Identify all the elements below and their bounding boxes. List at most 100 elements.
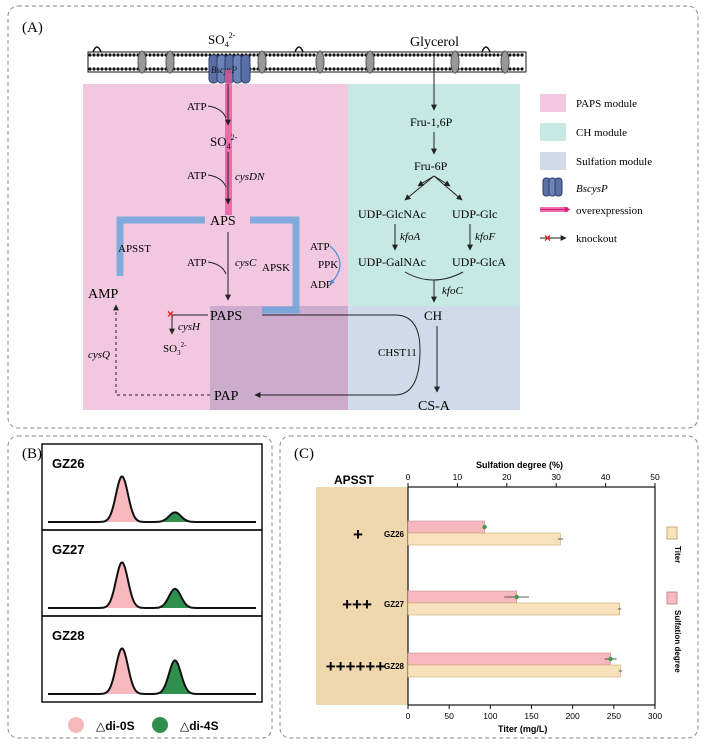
overexpression-track <box>225 70 232 215</box>
sulfation-bar <box>407 590 517 604</box>
apsst-level: ++++++ <box>326 657 386 676</box>
udp-glcnac-node: UDP-GlcNAc <box>358 207 426 221</box>
legend-di0s: △di-0S <box>96 719 135 733</box>
bottom-tick-label: 200 <box>566 711 580 721</box>
csa-node: CS-A <box>418 399 451 414</box>
paps-node: PAPS <box>210 309 242 324</box>
legend-sulfation-swatch <box>540 152 566 170</box>
apsst-header: APSST <box>334 473 375 487</box>
apsst-side-panel <box>316 487 408 705</box>
amp-node: AMP <box>88 287 119 302</box>
legend-di4s: △di-4S <box>180 719 219 733</box>
titer-bar <box>407 664 621 678</box>
chromatogram-box <box>41 615 263 703</box>
legend-ch-module: CH module <box>576 127 627 139</box>
sulfation-bar <box>407 652 611 666</box>
panel-c-border <box>279 435 699 739</box>
legend-sulfation-module: Sulfation module <box>576 156 652 168</box>
cysdn-label: cysDN <box>235 171 265 183</box>
top-tick-label: 20 <box>502 472 512 482</box>
cysq-label: cysQ <box>88 349 110 361</box>
top-axis-label: Sulfation degree (%) <box>476 460 563 470</box>
fru16p-node: Fru-1,6P <box>410 115 453 129</box>
chromatogram-strain-label: GZ28 <box>52 628 85 643</box>
adp-label: ADP <box>310 279 332 291</box>
bottom-tick-label: 50 <box>444 711 454 721</box>
udp-galnac-node: UDP-GalNAc <box>358 255 426 269</box>
legend-paps-module: PAPS module <box>576 98 637 110</box>
peak-di0s <box>106 476 138 522</box>
atp-1: ATP <box>187 101 207 113</box>
legend-titer-label: Titer <box>673 546 682 563</box>
apsst-label: APSST <box>118 243 151 255</box>
glycerol-label: Glycerol <box>410 35 459 50</box>
category-label: GZ27 <box>384 600 405 609</box>
bottom-tick-label: 300 <box>648 711 662 721</box>
titer-bar <box>407 602 620 616</box>
chromatogram-trace <box>48 561 256 609</box>
panel-c: (C) APSST Sulfation degree (%) Titer (mg… <box>279 435 699 739</box>
top-tick-label: 10 <box>453 472 463 482</box>
legend-bscysp-icon <box>542 177 563 197</box>
bottom-axis-label: Titer (mg/L) <box>498 724 547 734</box>
peak-di0s <box>106 562 138 608</box>
sulfate-mid: SO42- <box>210 133 238 151</box>
titer-bar <box>407 532 561 546</box>
cell-membrane <box>87 46 527 74</box>
chromatogram-strain-label: GZ26 <box>52 456 85 471</box>
panel-a-label: (A) <box>22 20 43 36</box>
bottom-tick-label: 250 <box>607 711 621 721</box>
category-label: GZ28 <box>384 662 405 671</box>
legend-paps-swatch <box>540 94 566 112</box>
sulfation-marker <box>482 524 487 530</box>
peak-di4s <box>159 512 191 522</box>
overlap-region <box>210 306 348 410</box>
peak-di0s <box>106 648 138 694</box>
peak-di4s <box>159 588 191 608</box>
top-tick-label: 50 <box>650 472 660 482</box>
ppk-label: PPK <box>318 259 338 271</box>
svg-text:×: × <box>544 231 551 245</box>
sulfation-marker <box>608 656 613 662</box>
apsst-level: +++ <box>342 595 372 614</box>
chromatogram-trace <box>48 475 256 523</box>
bottom-tick-label: 0 <box>406 711 411 721</box>
category-label: GZ26 <box>384 530 405 539</box>
peak-di4s <box>159 660 191 694</box>
panel-c-label: (C) <box>294 446 314 462</box>
legend-di0s-swatch <box>68 717 84 733</box>
chromatogram-strain-label: GZ27 <box>52 542 85 557</box>
sulfate-label: SO42- <box>208 31 236 49</box>
bscysp-transporter-icon <box>208 54 251 84</box>
chst11-label: CHST11 <box>378 347 417 359</box>
legend-bscysp: BscysP <box>576 183 608 195</box>
atp-4: ATP <box>310 241 330 253</box>
ch-node: CH <box>424 308 442 323</box>
sulfation-marker <box>514 594 519 600</box>
legend-sulfation-label: Sulfation degree <box>673 610 682 673</box>
legend-di4s-swatch <box>152 717 168 733</box>
module-legend: PAPS module CH module Sulfation module B… <box>540 94 652 245</box>
aps-node: APS <box>210 214 236 229</box>
sulfation-bar <box>407 520 485 534</box>
bottom-tick-label: 100 <box>483 711 497 721</box>
cysh-label: cysH <box>178 321 201 333</box>
chromatogram-trace <box>48 647 256 695</box>
top-tick-label: 30 <box>551 472 561 482</box>
panel-a: (A) BscysP <box>7 5 699 429</box>
knockout-mark-icon: × <box>167 307 174 321</box>
fru6p-node: Fru-6P <box>414 159 448 173</box>
legend-overexpression: overexpression <box>576 205 643 217</box>
top-tick-label: 40 <box>601 472 611 482</box>
udp-glc-node: UDP-Glc <box>452 207 497 221</box>
legend-ch-swatch <box>540 123 566 141</box>
kfoc-label: kfoC <box>442 285 463 297</box>
sulfite-label: SO32- <box>163 341 187 357</box>
atp-2: ATP <box>187 170 207 182</box>
udp-glca-node: UDP-GlcA <box>452 255 506 269</box>
top-tick-label: 0 <box>406 472 411 482</box>
legend-titer-swatch <box>666 526 678 540</box>
cysc-label: cysC <box>235 257 257 269</box>
ch-module-region <box>348 84 520 306</box>
